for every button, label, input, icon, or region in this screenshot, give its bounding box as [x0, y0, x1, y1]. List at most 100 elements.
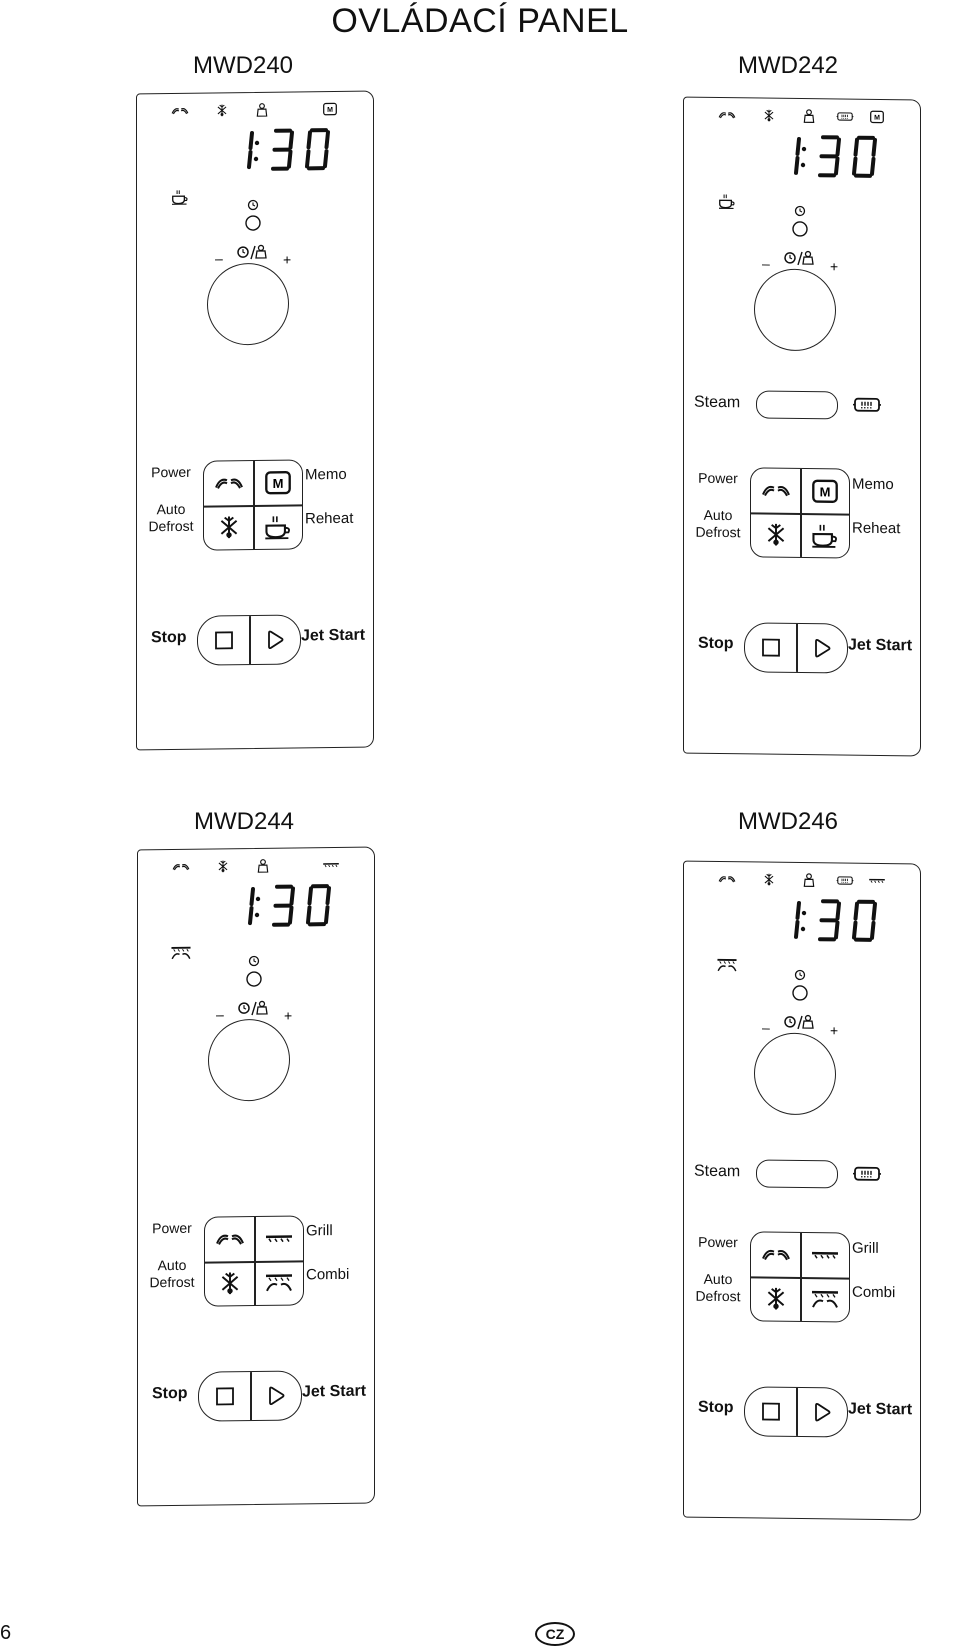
jet-start-button[interactable]	[250, 1371, 301, 1420]
svg-text:+: +	[284, 1008, 292, 1024]
indicator-row	[172, 858, 347, 878]
model-label: MWD244	[194, 808, 295, 835]
steam-icon	[852, 1164, 882, 1184]
power-label: Power	[152, 1219, 192, 1237]
defrost-icon	[215, 1270, 245, 1296]
steam-label: Steam	[694, 1162, 741, 1181]
function-keypad	[750, 1231, 850, 1323]
power-button[interactable]	[205, 1217, 254, 1262]
weight-icon	[800, 873, 818, 887]
stop-icon	[215, 1386, 235, 1406]
clock-icon	[245, 955, 263, 991]
jet-start-button[interactable]	[796, 624, 847, 673]
jet-start-label: Jet Start	[848, 1400, 913, 1419]
power-icon	[718, 108, 736, 122]
auto-defrost-label-line1: Auto	[703, 506, 733, 524]
steam-button[interactable]	[756, 1159, 838, 1189]
power-icon	[761, 1241, 791, 1267]
time-weight-knob[interactable]	[208, 1018, 290, 1102]
defrost-icon	[760, 108, 778, 122]
country-badge: CZ	[535, 1622, 575, 1646]
model-label: MWD242	[738, 52, 839, 79]
svg-text:+: +	[830, 1022, 838, 1037]
stop-icon	[761, 1401, 781, 1421]
combi-icon	[264, 1270, 294, 1296]
auto-defrost-label-line2: Defrost	[148, 517, 194, 535]
stop-start-pad	[197, 614, 301, 666]
memo-icon: M	[810, 478, 840, 504]
stop-start-pad	[744, 622, 848, 674]
grill-button[interactable]	[254, 1216, 303, 1261]
steam-row: Steam	[694, 390, 904, 423]
clock-icon	[244, 199, 262, 235]
power-button[interactable]	[204, 461, 253, 506]
stop-icon	[761, 637, 781, 657]
clock-icon	[791, 969, 809, 1005]
memo-icon: M	[263, 470, 293, 496]
auto-defrost-label-line1: Auto	[157, 1256, 187, 1274]
memo-button[interactable]: M	[253, 460, 302, 505]
combi-button[interactable]	[254, 1260, 303, 1305]
stop-button[interactable]	[745, 623, 796, 672]
defrost-icon	[761, 1285, 791, 1311]
auto-defrost-button[interactable]	[751, 1276, 800, 1321]
clock-icon	[791, 205, 809, 241]
defrost-icon	[761, 521, 791, 547]
power-button[interactable]	[751, 468, 800, 513]
svg-text:–: –	[215, 250, 223, 266]
grill-button[interactable]	[800, 1233, 849, 1278]
combi-icon	[170, 945, 192, 961]
indicator-row: M	[171, 102, 346, 122]
function-keypad: M	[203, 459, 303, 551]
jet-start-button[interactable]	[249, 615, 300, 664]
time-display	[776, 897, 906, 949]
steam-icon	[836, 873, 854, 887]
reheat-icon	[810, 522, 840, 548]
power-icon	[171, 104, 189, 118]
stop-button[interactable]	[198, 616, 249, 665]
auto-defrost-button[interactable]	[204, 505, 253, 550]
start-icon	[265, 630, 285, 650]
stop-start-pad	[744, 1386, 848, 1438]
time-display	[229, 126, 359, 178]
svg-text:–: –	[762, 1020, 770, 1036]
svg-text:–: –	[762, 256, 770, 272]
indicator-row: M	[718, 108, 893, 128]
function-keypad: M	[750, 467, 850, 559]
model-label: MWD240	[193, 52, 294, 79]
combi-button[interactable]	[800, 1277, 849, 1322]
time-weight-knob[interactable]	[754, 1032, 836, 1116]
time-weight-knob[interactable]	[754, 268, 836, 352]
memo-icon: M	[868, 110, 886, 124]
right-top-label: Grill	[306, 1222, 333, 1240]
grill-icon	[264, 1226, 294, 1252]
jet-start-button[interactable]	[796, 1388, 847, 1437]
reheat-icon	[716, 193, 738, 210]
stop-button[interactable]	[199, 1372, 250, 1421]
combi-icon	[716, 957, 738, 973]
right-bottom-label: Reheat	[305, 509, 354, 528]
start-icon	[266, 1386, 286, 1406]
auto-defrost-label-line1: Auto	[703, 1270, 733, 1288]
reheat-button[interactable]	[253, 504, 302, 549]
stop-button[interactable]	[745, 1387, 796, 1436]
right-bottom-label: Combi	[852, 1283, 896, 1302]
auto-defrost-button[interactable]	[751, 512, 800, 557]
svg-text:–: –	[216, 1006, 224, 1022]
reheat-button[interactable]	[800, 513, 849, 558]
start-icon	[812, 638, 832, 658]
memo-button[interactable]: M	[800, 469, 849, 514]
power-icon	[172, 860, 190, 874]
right-bottom-label: Reheat	[852, 519, 901, 538]
svg-text:M: M	[272, 476, 283, 491]
steam-button[interactable]	[756, 390, 838, 420]
power-button[interactable]	[751, 1232, 800, 1277]
right-top-label: Memo	[852, 475, 894, 494]
svg-text:M: M	[819, 484, 830, 499]
svg-text:M: M	[874, 115, 880, 122]
combi-icon	[810, 1286, 840, 1312]
time-weight-knob[interactable]	[207, 262, 289, 346]
grill-icon	[868, 874, 886, 888]
auto-defrost-button[interactable]	[205, 1261, 254, 1306]
power-icon	[215, 1226, 245, 1252]
